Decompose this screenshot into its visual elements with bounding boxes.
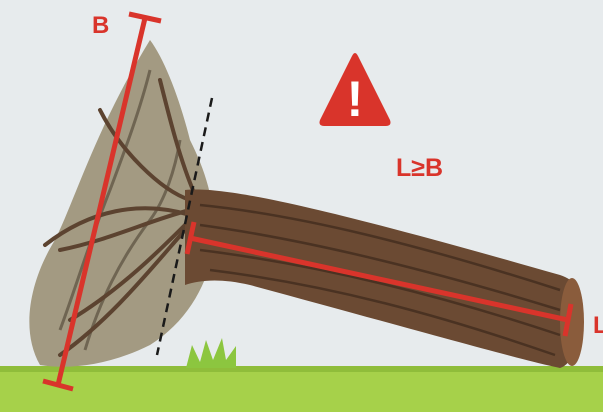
b-measure-cap-top [129,14,161,21]
b-label: B [92,12,109,40]
length-rule-formula: L≥B [396,154,443,183]
ground [0,366,603,412]
trunk-end [560,278,584,366]
warning-triangle-icon: ! [320,53,391,127]
ground-edge [0,366,603,372]
warning-glyph: ! [347,71,364,127]
grass-tuft [186,338,236,368]
l-label: L [593,312,603,340]
